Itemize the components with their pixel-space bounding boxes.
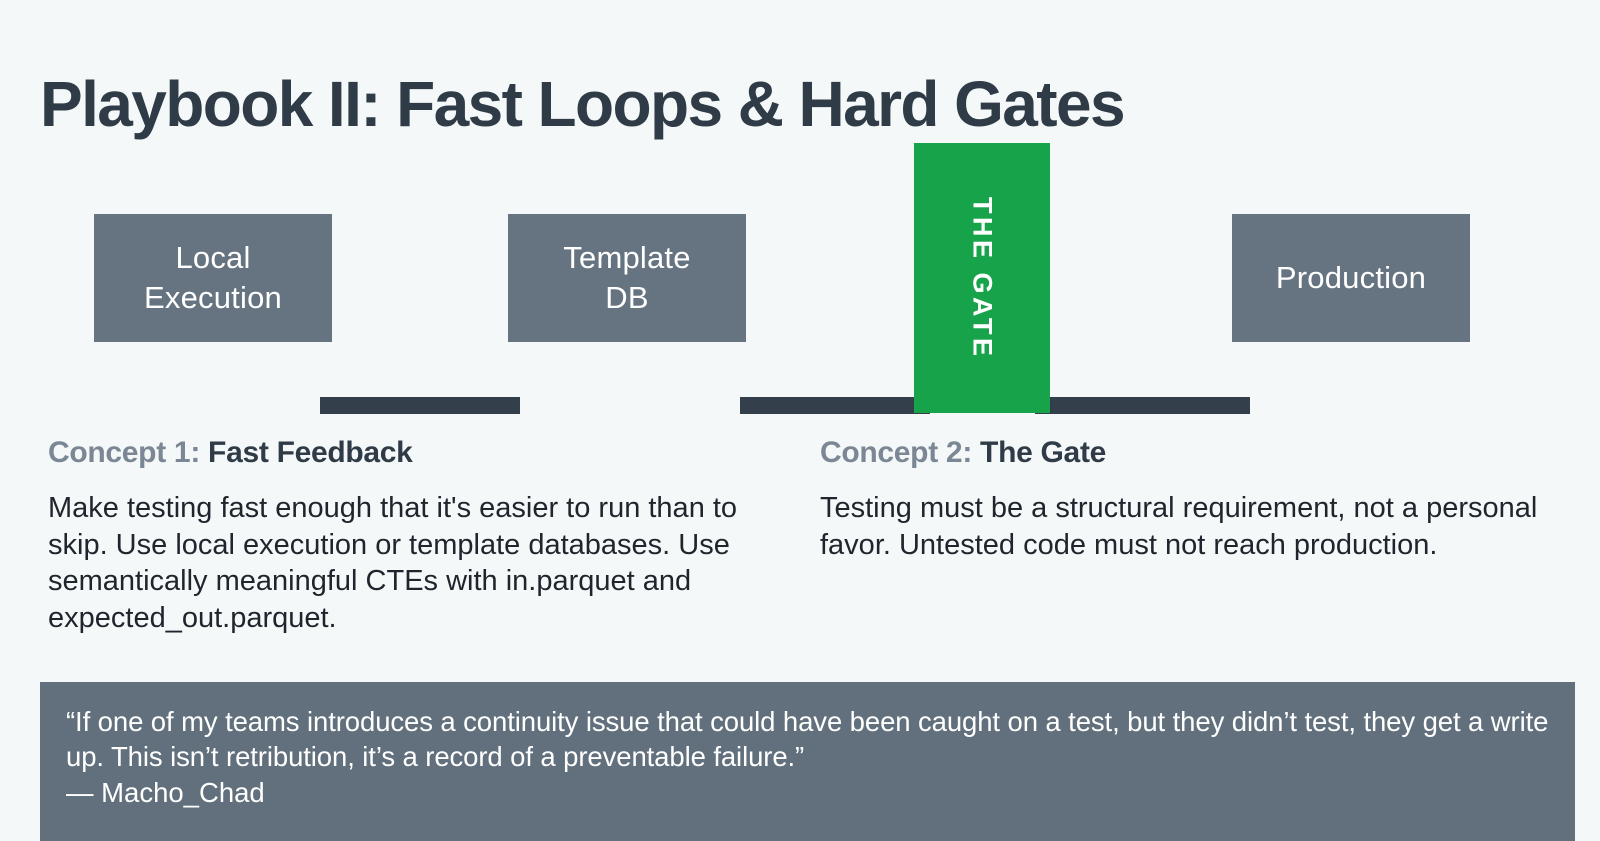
connector-gate-to-production (1035, 397, 1250, 414)
concept-1-title: Fast Feedback (200, 436, 413, 469)
diagram-node-the-gate[interactable]: THE GATE (914, 143, 1050, 413)
concept-2-lead: Concept 2: (820, 436, 973, 469)
concept-1-lead: Concept 1: (48, 436, 201, 469)
node-label: Production (1275, 260, 1427, 296)
connector-local-to-template (320, 397, 520, 414)
connector-template-to-gate (740, 397, 930, 414)
concept-column-1: Concept 1: Fast Feedback Make testing fa… (0, 436, 810, 636)
quote-text: “If one of my teams introduces a continu… (66, 706, 1549, 773)
concept-1-body: Make testing fast enough that it's easie… (48, 492, 738, 634)
quote-attribution: — Macho_Chad (66, 776, 265, 808)
concept-2-title: The Gate (972, 436, 1107, 469)
gate-label: THE GATE (967, 196, 998, 360)
concept-1-heading: Concept 1: Fast Feedback (48, 436, 770, 470)
concept-2-body: Testing must be a structural requirement… (820, 492, 1538, 561)
concepts-row: Concept 1: Fast Feedback Make testing fa… (0, 436, 1600, 636)
quote-callout: “If one of my teams introduces a continu… (40, 682, 1575, 841)
page-title: Playbook II: Fast Loops & Hard Gates (40, 67, 1126, 140)
concept-2-heading: Concept 2: The Gate (820, 436, 1540, 470)
concept-column-2: Concept 2: The Gate Testing must be a st… (810, 436, 1600, 636)
diagram-node-production[interactable]: Production (1232, 214, 1470, 342)
